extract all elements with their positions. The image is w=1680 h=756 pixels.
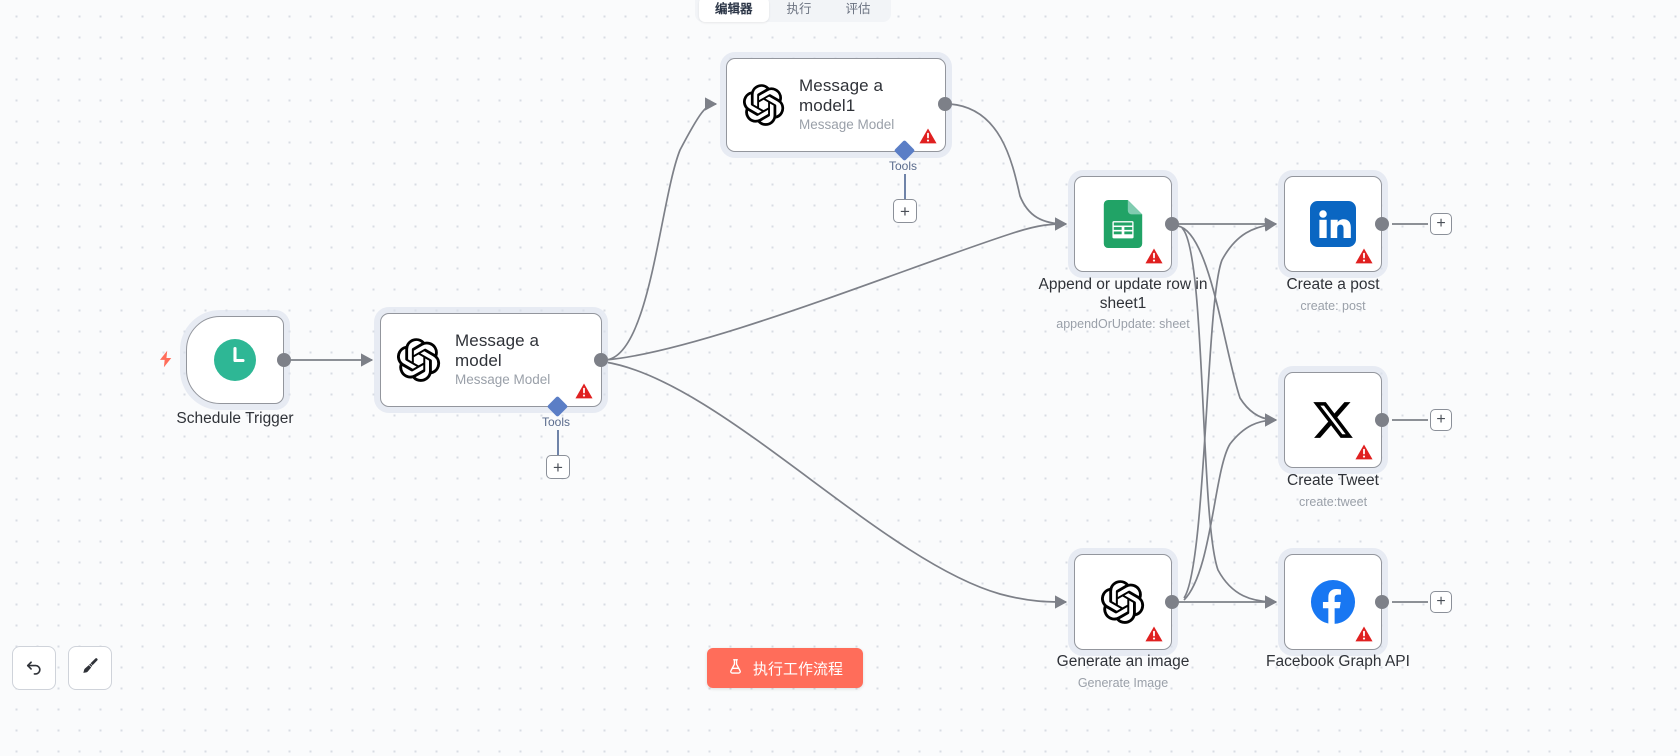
linkedin-label: Create a post [1286, 276, 1380, 293]
tweet-label: Create Tweet [1287, 472, 1379, 489]
node-message-a-model1[interactable]: Message a model1 Message Model [726, 58, 946, 152]
sheets-sublabel: appendOrUpdate: sheet [1056, 317, 1190, 331]
node-create-a-post[interactable] [1284, 176, 1382, 272]
schedule-trigger-label: Schedule Trigger [176, 410, 294, 427]
tweet-sublabel: create:tweet [1298, 495, 1368, 509]
tab-evaluations[interactable]: 评估 [845, 1, 871, 16]
warning-icon[interactable] [1145, 247, 1163, 265]
openai-icon [1101, 580, 1145, 624]
linkedin-output-dot[interactable] [1375, 217, 1389, 231]
facebook-add-node-button[interactable]: + [1430, 591, 1452, 613]
linkedin-sublabel: create: post [1300, 299, 1366, 313]
tab-editor[interactable]: 编辑器 [699, 0, 769, 22]
facebook-output-dot[interactable] [1375, 595, 1389, 609]
warning-icon[interactable] [575, 382, 593, 400]
warning-icon[interactable] [1355, 625, 1373, 643]
message-a-model1-output-dot[interactable] [938, 97, 952, 111]
node-title: Message a model [455, 331, 540, 371]
node-subtitle: Message Model [455, 372, 551, 388]
execute-workflow-label: 执行工作流程 [753, 660, 844, 678]
flask-icon [727, 658, 744, 679]
node-schedule-trigger[interactable] [186, 316, 284, 404]
linkedin-icon [1310, 201, 1356, 247]
openai-icon [397, 338, 441, 382]
workflow-tabbar[interactable]: 编辑器 执行 评估 [695, 0, 891, 22]
undo-button[interactable] [12, 646, 56, 690]
generate-image-sublabel: Generate Image [1077, 676, 1169, 690]
message-a-model-tools-label: Tools [542, 415, 571, 429]
generate-image-label: Generate an image [1056, 653, 1190, 670]
warning-icon[interactable] [919, 127, 937, 145]
facebook-icon [1310, 579, 1356, 625]
node-generate-an-image[interactable] [1074, 554, 1172, 650]
schedule-trigger-output-dot[interactable] [277, 353, 291, 367]
message-a-model1-tools-stem [904, 174, 906, 200]
message-a-model-add-tool-button[interactable]: + [546, 455, 570, 479]
node-facebook-graph-api[interactable] [1284, 554, 1382, 650]
tab-executions[interactable]: 执行 [786, 1, 812, 16]
node-message-a-model[interactable]: Message a model Message Model [380, 313, 602, 407]
tidy-up-button[interactable] [68, 646, 112, 690]
trigger-lightning-icon [157, 348, 175, 370]
tweet-output-dot[interactable] [1375, 413, 1389, 427]
node-append-or-update-row-in-sheet1[interactable] [1074, 176, 1172, 272]
sheets-label: Append or update row in sheet1 [1038, 276, 1208, 312]
node-create-tweet[interactable] [1284, 372, 1382, 468]
linkedin-add-node-button[interactable]: + [1430, 213, 1452, 235]
warning-icon[interactable] [1355, 247, 1373, 265]
warning-icon[interactable] [1355, 443, 1373, 461]
undo-arrow-icon [24, 656, 44, 681]
execute-workflow-button[interactable]: 执行工作流程 [707, 648, 864, 688]
node-title: Message a model1 [799, 76, 884, 116]
message-a-model1-tools-label: Tools [889, 159, 918, 173]
broom-icon [80, 656, 100, 681]
sheets-output-dot[interactable] [1165, 217, 1179, 231]
google-sheets-icon [1103, 200, 1143, 248]
warning-icon[interactable] [1145, 625, 1163, 643]
generate-image-output-dot[interactable] [1165, 595, 1179, 609]
tweet-add-node-button[interactable]: + [1430, 409, 1452, 431]
facebook-label: Facebook Graph API [1266, 653, 1410, 670]
node-subtitle: Message Model [799, 117, 895, 133]
message-a-model-output-dot[interactable] [594, 353, 608, 367]
openai-icon [743, 84, 785, 126]
x-twitter-icon [1311, 398, 1355, 442]
message-a-model1-add-tool-button[interactable]: + [893, 199, 917, 223]
clock-icon [213, 338, 257, 382]
message-a-model-tools-stem [557, 430, 559, 456]
